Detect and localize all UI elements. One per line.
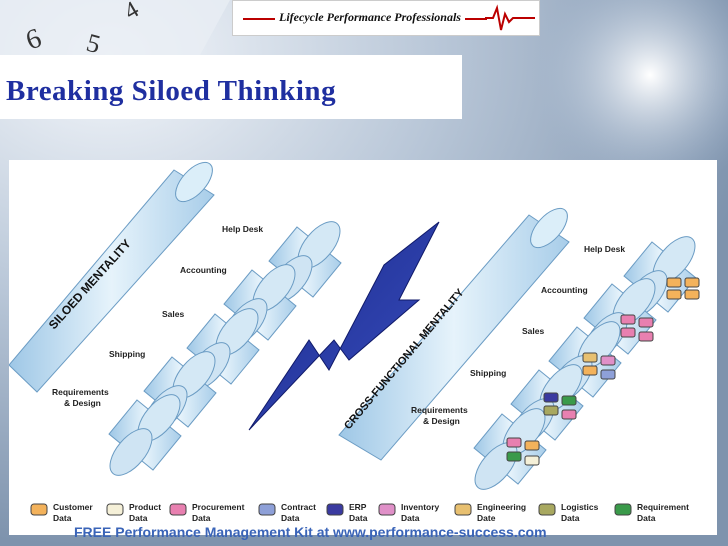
footer-text: FREE Performance Management Kit at www.p…	[74, 524, 547, 540]
legend-swatch	[614, 503, 632, 516]
right-label-help-desk: Help Desk	[584, 244, 625, 254]
data-drums	[506, 277, 700, 466]
cross-functional-bar	[338, 207, 570, 461]
diagram: SILOED MENTALITY Help Desk Accounting Sa…	[8, 160, 717, 535]
title-band	[0, 55, 462, 119]
siloed-mentality-bar	[8, 161, 215, 393]
silo-diagram: SILOED MENTALITY Help Desk Accounting Sa…	[8, 161, 704, 523]
legend-swatch	[30, 503, 48, 516]
right-label-shipping: Shipping	[470, 368, 506, 378]
legend-label-line1: Product	[129, 502, 161, 512]
right-label-design: & Design	[423, 416, 460, 426]
legend-label-line1: Engineering	[477, 502, 526, 512]
legend-label-line2: Data	[192, 513, 211, 523]
left-label-requirements: Requirements	[52, 387, 109, 397]
logo-line-right	[465, 18, 487, 20]
left-label-shipping: Shipping	[109, 349, 145, 359]
legend-label-line1: Logistics	[561, 502, 599, 512]
page-title: Breaking Siloed Thinking	[6, 75, 337, 107]
legend-label-line1: ERP	[349, 502, 367, 512]
right-label-sales: Sales	[522, 326, 544, 336]
legend: CustomerDataProductDataProcurementDataCo…	[30, 502, 689, 523]
legend-swatch	[258, 503, 276, 516]
legend-label-line2: Data	[401, 513, 420, 523]
heartbeat-icon	[485, 4, 535, 31]
legend-label-line1: Procurement	[192, 502, 245, 512]
left-label-help-desk: Help Desk	[222, 224, 263, 234]
right-silo-requirements	[466, 401, 554, 497]
left-label-design: & Design	[64, 398, 101, 408]
legend-swatch	[378, 503, 396, 516]
legend-swatch	[326, 503, 344, 516]
logo-line-left	[243, 18, 275, 20]
legend-label-line1: Contract	[281, 502, 316, 512]
legend-label-line1: Inventory	[401, 502, 440, 512]
legend-swatch	[538, 503, 556, 516]
right-label-accounting: Accounting	[541, 285, 588, 295]
legend-label-line1: Customer	[53, 502, 93, 512]
left-silo-requirements	[101, 387, 189, 483]
legend-label-line2: Data	[349, 513, 368, 523]
left-label-accounting: Accounting	[180, 265, 227, 275]
legend-label-line2: Data	[281, 513, 300, 523]
transition-arrow	[248, 221, 440, 431]
legend-label-line2: Data	[637, 513, 656, 523]
legend-swatch	[454, 503, 472, 516]
left-label-sales: Sales	[162, 309, 184, 319]
legend-label-line2: Date	[477, 513, 496, 523]
logo: Lifecycle Performance Professionals	[232, 0, 540, 36]
logo-text: Lifecycle Performance Professionals	[279, 10, 461, 24]
legend-label-line2: Data	[561, 513, 580, 523]
legend-label-line2: Data	[53, 513, 72, 523]
legend-swatch	[106, 503, 124, 516]
legend-label-line2: Data	[129, 513, 148, 523]
legend-label-line1: Requirement	[637, 502, 689, 512]
right-label-requirements: Requirements	[411, 405, 468, 415]
legend-swatch	[169, 503, 187, 516]
